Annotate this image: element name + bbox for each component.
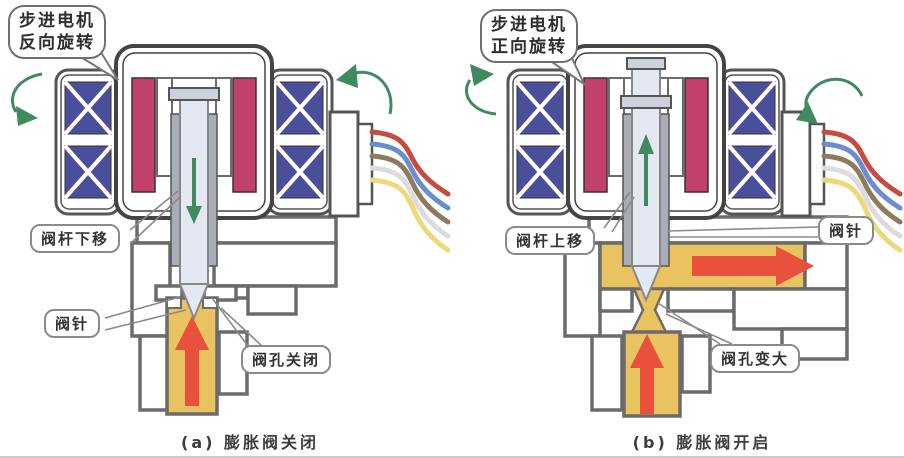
bubble-line-2: 反向旋转 — [19, 33, 95, 54]
stem-down-arrow-icon — [186, 158, 202, 224]
rotation-arrow-top-icon — [796, 77, 864, 124]
caption-b: (b) 膨胀阀开启 — [632, 433, 772, 452]
valve-diagram-closed — [10, 44, 451, 416]
caption-a: (a) 膨胀阀关闭 — [181, 433, 319, 452]
label-stem-down: 阀杆下移 — [30, 224, 121, 253]
label-orifice-closed: 阀孔关闭 — [241, 345, 332, 374]
stator-coil-right — [718, 68, 786, 216]
bubble-line-1: 步进电机 — [19, 11, 95, 31]
open-orifice — [629, 287, 669, 334]
rotation-arrow-left-icon — [10, 72, 43, 126]
bubble-motor-forward: 步进电机 正向旋转 — [480, 9, 578, 64]
panel-a-valve-closed: 步进电机 反向旋转 阀杆下移 阀针 阀孔关闭 (a) 膨胀阀关闭 — [8, 5, 451, 452]
rotation-arrow-left-icon — [464, 64, 497, 116]
inlet-channel — [622, 330, 682, 418]
panel-b-valve-open: 步进电机 正向旋转 阀杆上移 阀针 阀孔变大 (b) 膨胀阀开启 — [452, 0, 904, 456]
motor-wires — [369, 129, 451, 253]
label-needle: 阀针 — [44, 309, 101, 338]
flow-up-arrow-icon — [630, 334, 664, 414]
leader-lines — [603, 191, 819, 345]
label-orifice-enlarged: 阀孔变大 — [710, 344, 801, 373]
rotor-magnets — [583, 77, 709, 193]
motor-wires — [821, 129, 903, 253]
stator-coil-right — [266, 68, 334, 216]
label-stem-up: 阀杆上移 — [505, 226, 596, 255]
flow-right-arrow-icon — [692, 246, 814, 286]
leader-lines — [104, 190, 263, 347]
stator-coil-left — [54, 68, 122, 216]
valve-diagram-open — [464, 44, 903, 418]
bubble-line-1: 步进电机 — [491, 15, 567, 35]
motor-connector — [328, 110, 374, 218]
valve-needle — [630, 265, 662, 303]
valve-body — [130, 215, 338, 412]
rotation-arrow-top-icon — [336, 64, 393, 115]
valve-needle — [178, 283, 210, 321]
stator-coil-left — [506, 68, 574, 216]
valve-stem — [168, 87, 220, 321]
rotor-magnets — [131, 77, 257, 193]
valve-body — [563, 215, 849, 412]
bubble-motor-reverse: 步进电机 反向旋转 — [8, 5, 106, 60]
bubble-line-2: 正向旋转 — [491, 37, 567, 58]
flow-up-arrow-icon — [175, 316, 209, 406]
stem-up-arrow-icon — [638, 134, 654, 206]
label-needle: 阀针 — [818, 216, 875, 245]
motor-connector — [780, 110, 826, 218]
